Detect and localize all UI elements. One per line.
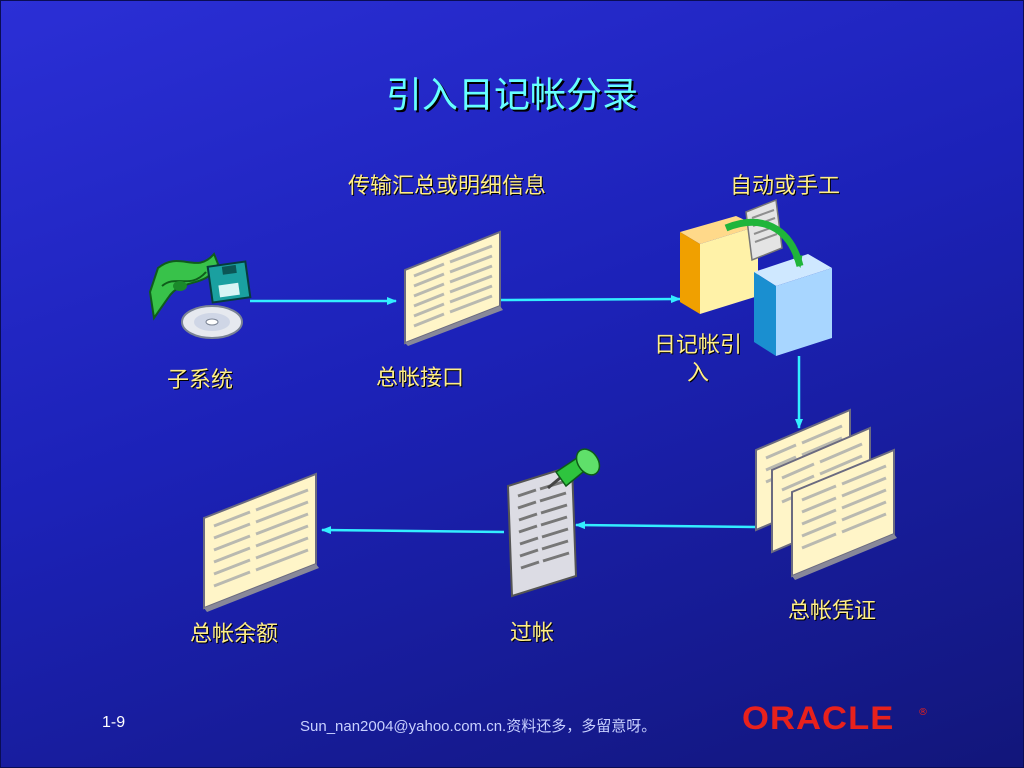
annotation-mode: 自动或手工: [729, 174, 840, 199]
node-label-gl-interface: 总帐接口: [375, 366, 464, 391]
registered-mark: ®: [918, 707, 928, 718]
page-number: 1-9: [102, 714, 126, 731]
node-label-gl-journals: 总帐凭证: [787, 599, 876, 624]
arrow-interface-to-import: [499, 295, 681, 304]
node-label-posting: 过帐: [509, 621, 554, 646]
annotation-transfer: 传输汇总或明细信息: [347, 174, 546, 199]
slide-title: 引入日记帐分录: [385, 75, 638, 116]
oracle-logo: ORACLE: [742, 700, 895, 736]
posting-pushpin-document-icon: [506, 448, 601, 598]
arrow-posting-to-balances: [321, 526, 505, 535]
node-label-gl-balances: 总帐余额: [189, 622, 278, 647]
node-label-subsystem: 子系统: [166, 368, 233, 393]
subsystem-icon: [148, 252, 252, 339]
node-label-journal-import: 日记帐引入: [653, 333, 742, 386]
gl-interface-document-icon: [404, 230, 503, 346]
gl-balances-document-icon: [203, 472, 319, 612]
gl-journals-stacked-documents-icon: [755, 408, 897, 580]
arrow-journals-to-posting: [575, 521, 757, 530]
journal-import-icon: [680, 198, 832, 356]
footer-note: Sun_nan2004@yahoo.com.cn.资料还多，多留意呀。: [300, 718, 657, 735]
